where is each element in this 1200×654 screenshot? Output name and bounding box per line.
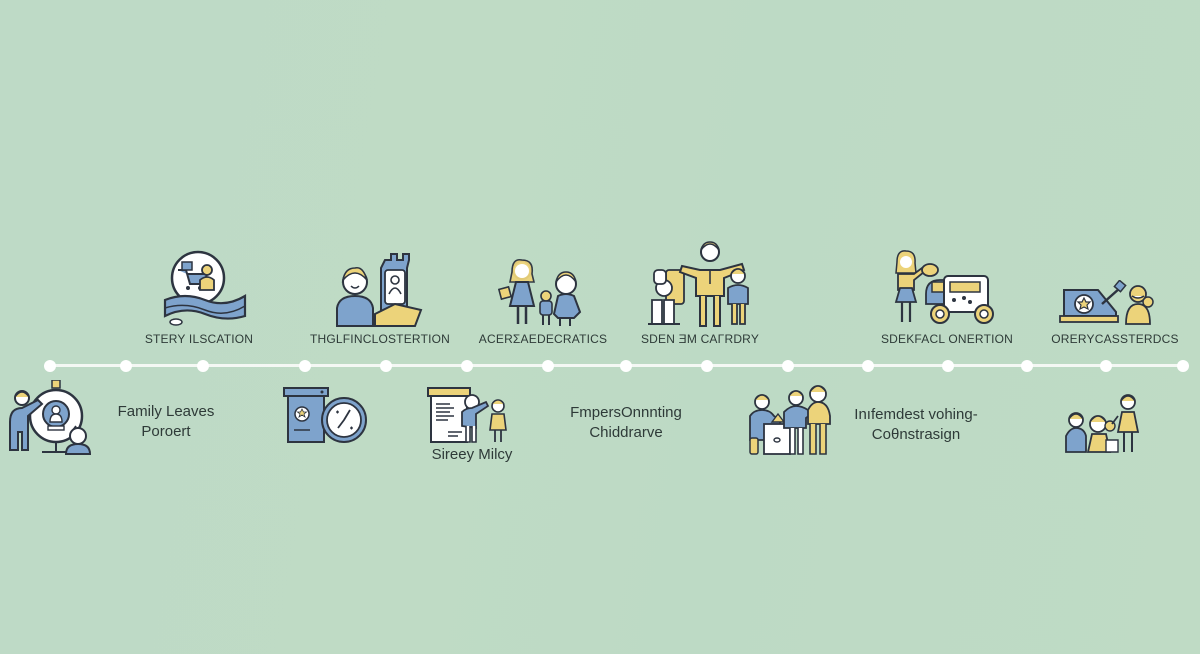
- timeline-dot: [782, 360, 794, 372]
- milestone-description: Sireey Milcy: [432, 445, 513, 465]
- woman-with-vehicle-icon: [890, 250, 996, 326]
- award-machine-child-icon: [1058, 280, 1154, 326]
- milestone-description-line: Sireey Milcy: [431, 446, 513, 463]
- timeline-dot: [1100, 360, 1112, 372]
- timeline-dot: [461, 360, 473, 372]
- milestone-description: Inıfemdest vohing- Coθnstrasign: [854, 405, 977, 445]
- milestone-description-line: Family Leaves: [117, 403, 215, 420]
- timeline-dot: [197, 360, 209, 372]
- timeline-dot: [44, 360, 56, 372]
- timeline-dot: [120, 360, 132, 372]
- timeline-dot: [1177, 360, 1189, 372]
- milestone-label: ORERYCASSTERDCS: [1051, 332, 1179, 346]
- timeline-dot: [942, 360, 954, 372]
- mother-and-children-icon: [498, 258, 590, 328]
- milestone-label: ACERΣAEDECRATICS: [478, 332, 608, 346]
- teacher-with-kids-icon: [646, 240, 756, 328]
- milestone-description-line: Inıfemdest vohing-: [854, 406, 978, 423]
- timeline-dot: [620, 360, 632, 372]
- timeline-dot: [380, 360, 392, 372]
- child-with-tower-icon: [333, 252, 423, 328]
- calendar-clock-icon: [282, 386, 370, 446]
- milestone-description-line: Chiddrarve: [589, 424, 663, 441]
- document-parent-child-icon: [426, 386, 512, 444]
- milestone-description: Family Leaves Poroert: [118, 402, 215, 442]
- timeline-line: [50, 364, 1184, 367]
- timeline-dot: [542, 360, 554, 372]
- timeline-dot: [701, 360, 713, 372]
- timeline-dot: [1021, 360, 1033, 372]
- family-walking-icon: [1064, 392, 1144, 454]
- caregiver-scanner-icon: [4, 380, 94, 456]
- milestone-label: STERY ILSCATION: [144, 332, 254, 346]
- milestone-label: SDEKFACL ONERTION: [880, 332, 1014, 346]
- milestone-description-line: Coθnstrasign: [871, 426, 961, 443]
- timeline-dot: [862, 360, 874, 372]
- milestone-description: FmpersOnnnting Chiddrarve: [570, 403, 682, 443]
- timeline-dot: [299, 360, 311, 372]
- milestone-description-line: Poroert: [141, 423, 191, 440]
- milestone-label: THGLFINCLOSTERTION: [309, 332, 451, 346]
- family-group-shopping-icon: [748, 384, 834, 456]
- milestone-label: SDEN ƎM CAΓRDRY: [640, 332, 760, 346]
- shopping-cart-globe-icon: [162, 248, 248, 328]
- milestone-description-line: FmpersOnnnting: [570, 404, 682, 421]
